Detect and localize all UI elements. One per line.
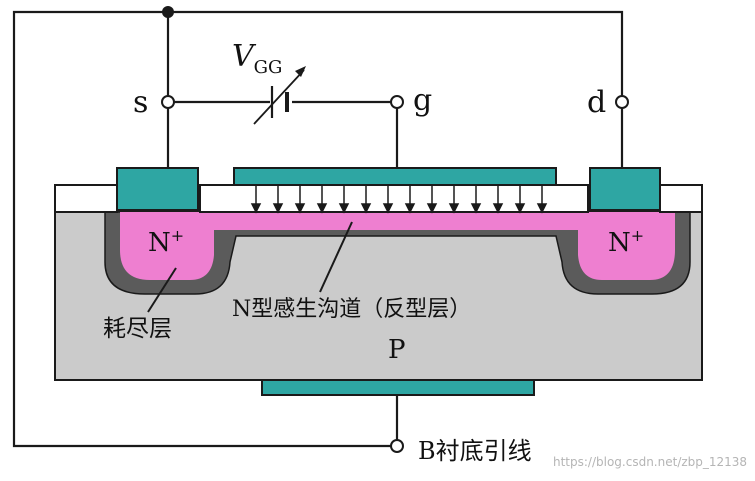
induced-channel [210, 212, 582, 230]
field-arrows [250, 186, 548, 214]
variable-arrow [253, 69, 305, 125]
source-label: s [133, 85, 148, 120]
body-terminal [390, 439, 404, 453]
oxide-left [54, 184, 118, 213]
channel-pointer [319, 221, 353, 293]
gate-terminal [390, 95, 404, 109]
body-lead-label: B衬底引线 [418, 437, 532, 465]
body-wire-loop [12, 10, 396, 448]
depletion-layer [104, 211, 691, 295]
p-substrate-label: P [388, 335, 406, 365]
depletion-pointer [147, 267, 177, 313]
source-contact [116, 167, 199, 211]
gate-electrode [233, 167, 557, 186]
gate-label: g [413, 83, 432, 118]
source-terminal [161, 95, 175, 109]
depletion-label: 耗尽层 [103, 316, 172, 342]
drain-top-wire [168, 10, 624, 96]
nplus-right-region [578, 212, 675, 280]
nplus-left-label: N+ [148, 226, 184, 258]
watermark: https://blog.csdn.net/zbp_12138 [553, 455, 747, 469]
nplus-left-region [120, 212, 214, 280]
drain-label: d [587, 85, 606, 120]
oxide-right [659, 184, 703, 213]
variable-arrow-head [295, 66, 306, 77]
drain-terminal [615, 95, 629, 109]
body-electrode [261, 379, 535, 396]
vgg-label: VGG [232, 39, 282, 78]
channel-label: N型感生沟道（反型层） [232, 297, 471, 322]
nplus-right-label: N+ [608, 226, 644, 258]
drain-contact [589, 167, 661, 211]
